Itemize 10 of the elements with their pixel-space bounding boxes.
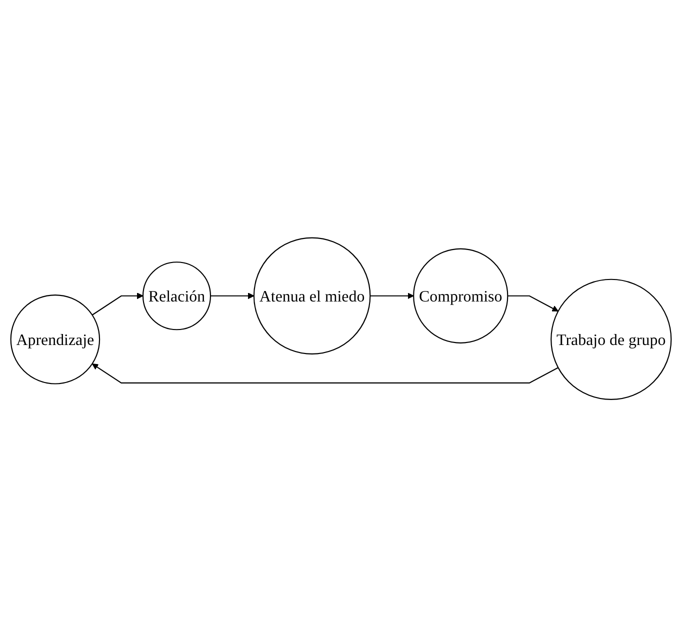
node-circle: Trabajo de grupo [550, 279, 672, 400]
arrow [370, 293, 414, 300]
arrow [92, 364, 558, 384]
arrow [210, 293, 254, 300]
node-circle: Relación [142, 262, 212, 331]
arrow [508, 296, 558, 312]
node-circle: Compromiso [413, 248, 508, 344]
node-circle: Atenua el miedo [253, 238, 371, 355]
node-circle: Aprendizaje [10, 294, 100, 385]
arrow [92, 293, 144, 316]
